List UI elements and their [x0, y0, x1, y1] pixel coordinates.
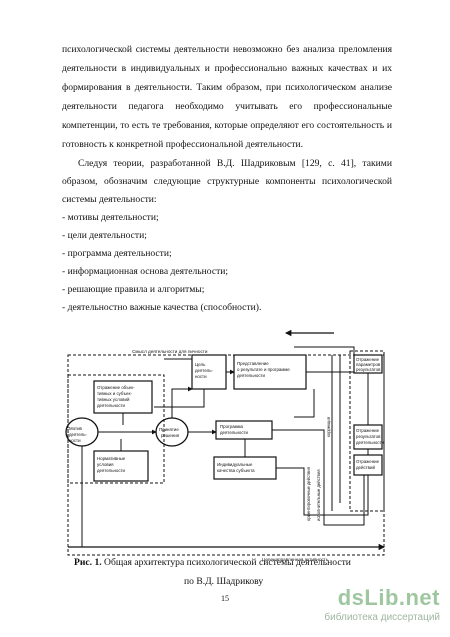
paragraph-1-line: деятельности педагога необходимо учитыва… [62, 101, 392, 112]
diagram-reflect-params-label: результатов [356, 367, 381, 372]
diagram-orient-label: ориентировочные действия [306, 467, 311, 521]
diagram-reflect-actions-label: действий [356, 465, 375, 470]
diagram-goal-label: ности [195, 374, 207, 379]
figure-caption-text: Общая архитектура психологической систем… [104, 557, 351, 568]
diagram-individual-label: качества субъекта [217, 468, 255, 473]
diagram-reflection-label: Отражение объек- [97, 385, 135, 390]
diagram-motive-label: ности [69, 438, 81, 443]
paragraph-1-line: формирования в деятельности. Таким образ… [62, 82, 392, 93]
figure-caption-line1: Рис. 1. Общая архитектура психологическо… [74, 557, 351, 569]
diagram-bottom-label: Целенаправленная активность [262, 557, 329, 562]
diagram-representation-label: Представление [237, 361, 269, 366]
diagram-correction-label: коррекция [326, 417, 331, 437]
list-item: - информационная основа деятельности; [62, 266, 229, 277]
diagram-individual-label: Индивидуальные [217, 462, 253, 467]
list-item: - цели деятельности; [62, 230, 147, 241]
paragraph-2-line: образом, обозначим следующие структурные… [62, 176, 392, 187]
paragraph-1-line: компетенции, то есть те требования, кото… [62, 120, 392, 131]
diagram-decision-label: Принятие [159, 427, 179, 432]
diagram-decision-label: решения [161, 433, 180, 438]
diagram-representation-label: деятельности [237, 373, 266, 378]
diagram-normative-label: Нормативные [97, 456, 126, 461]
diagram-reflect-results-label: результатов [356, 434, 381, 439]
paragraph-2-line: системы деятельности: [62, 194, 157, 205]
paragraph-1-line: деятельности в индивидуальных и професси… [62, 63, 392, 74]
diagram-program-label: деятельности [220, 430, 249, 435]
diagram-program-label: Программа [220, 424, 244, 429]
diagram-reflection-label: тивных и субъек- [97, 391, 132, 396]
diagram-reflect-params-label: Отражение [356, 357, 380, 362]
paragraph-1-line: психологической системы деятельности нев… [62, 44, 392, 55]
list-item: - деятельностно важные качества (способн… [62, 302, 262, 313]
watermark-subtitle: библиотека диссертаций [324, 612, 440, 623]
list-item: - программа деятельности; [62, 248, 172, 259]
diagram-reflection-label: тивных условий [97, 397, 130, 402]
diagram-motive-label: деятель- [69, 432, 87, 437]
watermark: dsLib.net библиотека диссертаций [320, 585, 440, 633]
diagram-reflect-actions-label: Отражение [356, 459, 380, 464]
diagram-motive-label: Мотив [69, 426, 83, 431]
list-item: - решающие правила и алгоритмы; [62, 284, 205, 295]
diagram-goal-label: деятель- [195, 368, 213, 373]
diagram-normative-label: деятельности [97, 468, 126, 473]
diagram-representation-label: о результате и программе [237, 367, 290, 372]
diagram-reflection-label: деятельности [97, 403, 126, 408]
figure-caption-line2: по В.Д. Шадрикову [184, 576, 264, 587]
diagram-exec-label: исполнительные действия [316, 470, 321, 522]
figure-caption-label: Рис. 1. [74, 557, 102, 568]
paragraph-1-line: готовность к конкретной профессиональной… [62, 139, 304, 150]
diagram-top-label: Смысл деятельности для личности [132, 349, 208, 354]
diagram-reflect-results-label: деятельности [356, 440, 385, 445]
page-number: 15 [221, 594, 229, 603]
diagram-normative-label: условия [97, 462, 114, 467]
architecture-diagram: Смысл деятельности для личности Целенапр… [65, 329, 386, 562]
diagram-reflect-params-label: параметров [356, 362, 381, 367]
watermark-logo: dsLib.net [337, 585, 440, 610]
list-item: - мотивы деятельности; [62, 212, 159, 223]
diagram-goal-label: Цель [195, 362, 206, 367]
diagram-reflect-results-label: Отражение [356, 428, 380, 433]
paragraph-2-line: Следуя теории, разработанной В.Д. Шадрик… [78, 158, 392, 169]
